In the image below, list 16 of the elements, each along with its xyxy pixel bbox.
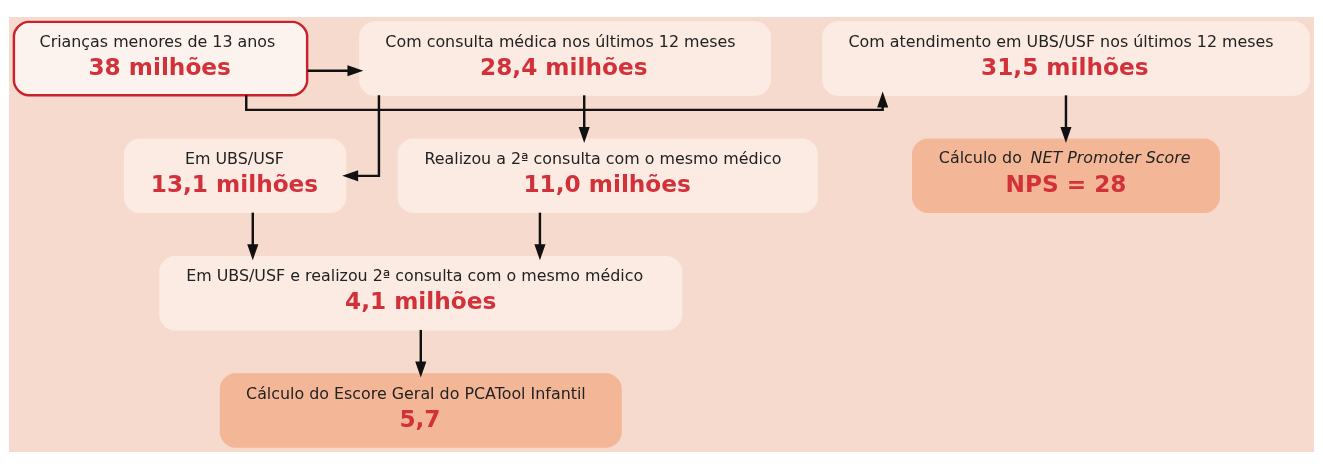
node-box: Cálculo do Escore Geral do PCATool Infantil 5,7 <box>219 373 622 448</box>
arrow <box>245 91 889 112</box>
node-box: Em UBS/USF e realizou 2ª consulta com o mesmo médico 4,1 milhões <box>159 255 683 331</box>
node-box: Crianças menores de 13 anos 38 milhões <box>12 20 309 97</box>
node-box: Cálculo do NET Promoter Score NPS = 28 <box>912 138 1220 214</box>
arrow <box>415 329 427 378</box>
node-box: Em UBS/USF 13,1 milhões <box>123 138 347 214</box>
node-box: Com consulta médica nos últimos 12 meses 28,4 milhões <box>359 21 771 96</box>
arrow <box>1060 95 1072 143</box>
node-box: Com atendimento em UBS/USF nos últimos 12 meses 31,5 milhões <box>822 21 1310 96</box>
arrow <box>534 212 546 261</box>
arrow <box>307 65 364 77</box>
arrow <box>342 95 381 182</box>
arrow <box>247 212 259 261</box>
node-box: Realizou a 2ª consulta com o mesmo médico 11,0 milhões <box>397 138 818 214</box>
arrow <box>578 95 590 143</box>
